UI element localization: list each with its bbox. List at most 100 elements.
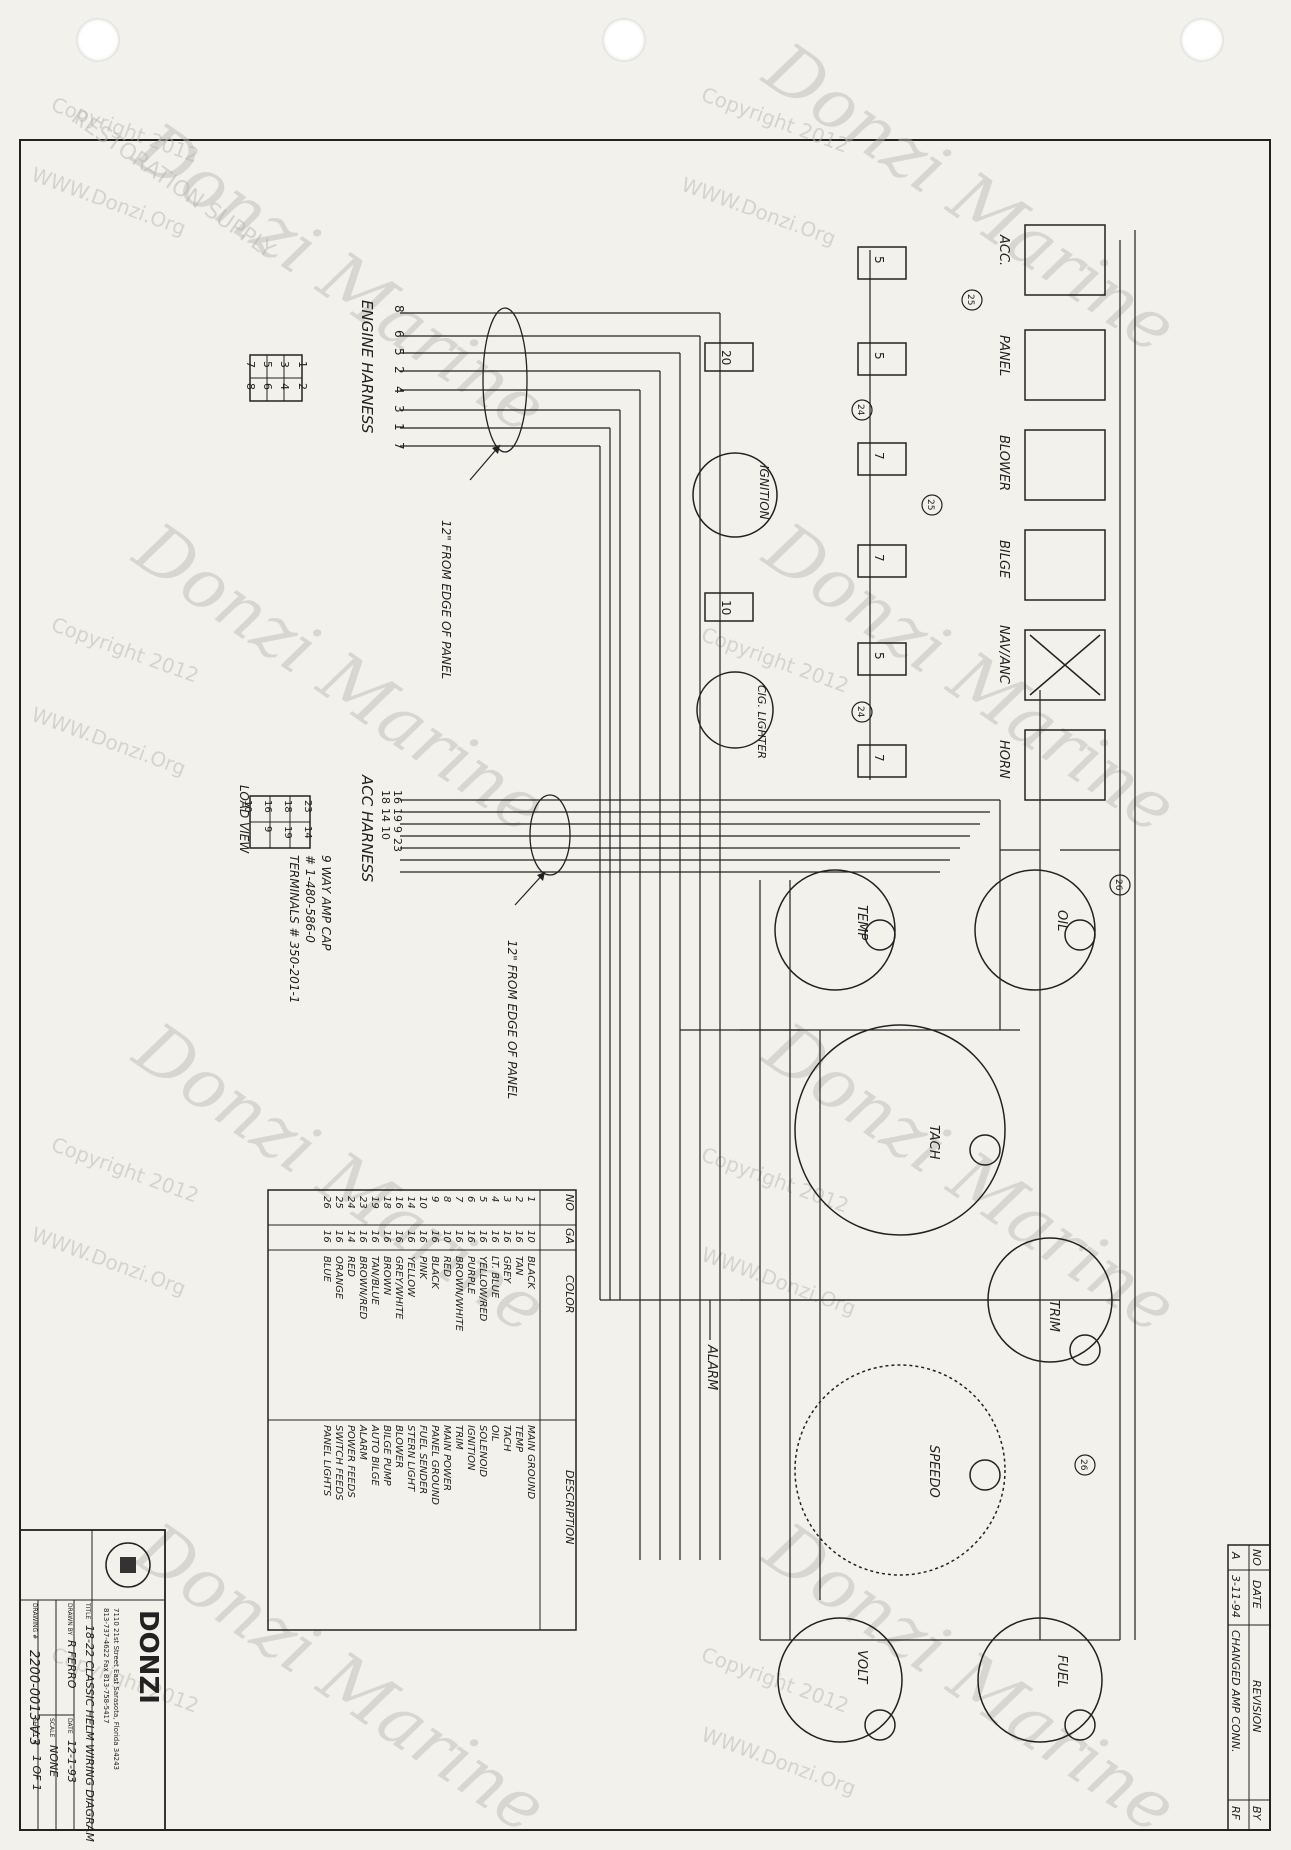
svg-text:9: 9 xyxy=(429,1196,440,1202)
svg-text:SOLENOID: SOLENOID xyxy=(477,1425,488,1477)
gauge-tach-label: TACH xyxy=(926,1125,941,1160)
acc-pin-numbers: 16 19 9 23 18 14 10 xyxy=(379,790,404,852)
svg-text:16: 16 xyxy=(321,1230,332,1243)
svg-text:BROWN/RED: BROWN/RED xyxy=(357,1256,368,1320)
gauges xyxy=(774,869,1113,1743)
svg-text:SWITCH FEEDS: SWITCH FEEDS xyxy=(333,1425,344,1501)
acc-pin: 9 xyxy=(391,826,404,833)
svg-text:16: 16 xyxy=(393,1230,404,1243)
sheet-number: 1 OF 1 xyxy=(30,1755,43,1791)
drawing-scale: NONE xyxy=(47,1745,60,1777)
svg-text:16: 16 xyxy=(453,1230,464,1243)
svg-text:1: 1 xyxy=(525,1196,536,1202)
fuse-number: 7 xyxy=(872,452,886,460)
sheet-label: SHEET # xyxy=(31,1718,38,1745)
amp-cap-label: 9 WAY AMP CAP xyxy=(319,855,333,951)
svg-text:TAN: TAN xyxy=(513,1256,524,1276)
svg-text:Donzi Marine: Donzi Marine xyxy=(119,1506,561,1845)
acc-plug-cell: 10 xyxy=(242,800,253,813)
svg-text:IGNITION: IGNITION xyxy=(465,1425,476,1471)
engine-pin: 1 xyxy=(392,423,406,431)
gauge-trim-label: TRIM xyxy=(1046,1300,1061,1332)
svg-text:MAIN POWER: MAIN POWER xyxy=(441,1425,452,1491)
svg-text:PINK: PINK xyxy=(417,1256,428,1280)
svg-text:16: 16 xyxy=(489,1230,500,1243)
svg-text:18: 18 xyxy=(381,1196,392,1209)
svg-text:BROWN: BROWN xyxy=(381,1256,392,1296)
wire-table xyxy=(267,1189,577,1631)
svg-text:16: 16 xyxy=(357,1230,368,1243)
alarm-label: ALARM xyxy=(704,1344,719,1390)
fuse-number: 7 xyxy=(872,754,886,762)
gauge-temp-label: TEMP xyxy=(854,905,869,940)
engine-pin: 4 xyxy=(392,386,406,394)
svg-text:GREY: GREY xyxy=(501,1256,512,1284)
table-row: 6 16 PURPLE IGNITION xyxy=(465,1196,476,1471)
table-row: 19 16 TAN/BLUE AUTO BILGE xyxy=(369,1196,380,1486)
revision-header: NO xyxy=(1250,1549,1263,1566)
revision-value: CHANGED AMP CONN. xyxy=(1229,1630,1242,1753)
acc-plug-cell: 23 xyxy=(302,800,313,813)
svg-text:Copyright 2012: Copyright 2012 xyxy=(48,1132,202,1208)
fuse-number: 5 xyxy=(872,352,886,360)
terminals-label: TERMINALS # 350-201-1 xyxy=(287,855,301,1003)
svg-text:BILGE PUMP: BILGE PUMP xyxy=(381,1425,392,1487)
svg-text:16: 16 xyxy=(429,1230,440,1243)
svg-text:14: 14 xyxy=(345,1230,356,1243)
table-header: GA xyxy=(563,1228,576,1244)
table-header: DESCRIPTION xyxy=(563,1470,576,1544)
svg-text:6: 6 xyxy=(465,1196,476,1202)
svg-text:Copyright 2012: Copyright 2012 xyxy=(698,1142,852,1218)
svg-text:WWW.Donzi.Org: WWW.Donzi.Org xyxy=(678,172,839,250)
svg-text:16: 16 xyxy=(417,1230,428,1243)
fuse-number: 5 xyxy=(872,256,886,264)
fuse-number: 20 xyxy=(719,350,733,365)
wire-tag: 24 xyxy=(855,404,865,416)
svg-text:16: 16 xyxy=(477,1230,488,1243)
svg-text:YELLOW: YELLOW xyxy=(405,1256,416,1298)
svg-text:Donzi Marine: Donzi Marine xyxy=(749,26,1191,370)
svg-text:STERN LIGHT: STERN LIGHT xyxy=(405,1425,416,1492)
svg-text:MAIN GROUND: MAIN GROUND xyxy=(525,1425,536,1499)
svg-text:16: 16 xyxy=(381,1230,392,1243)
wire-tag: 24 xyxy=(855,706,865,718)
engine-pin: 7 xyxy=(392,442,406,450)
acc-pin: 18 xyxy=(379,790,392,804)
table-row: 14 16 YELLOW STERN LIGHT xyxy=(405,1196,416,1492)
from-edge-label-1: 12" FROM EDGE OF PANEL xyxy=(439,520,453,679)
sheet-border xyxy=(19,139,1271,1831)
title-label: TITLE xyxy=(84,1602,91,1619)
svg-text:10: 10 xyxy=(525,1230,536,1243)
engine-plug-cell: 1 xyxy=(296,361,309,368)
ignition-label: IGNITION xyxy=(757,465,771,520)
svg-text:PURPLE: PURPLE xyxy=(465,1256,476,1295)
svg-text:TRIM: TRIM xyxy=(453,1425,464,1450)
svg-text:26: 26 xyxy=(321,1196,332,1209)
svg-text:16: 16 xyxy=(333,1230,344,1243)
svg-text:24: 24 xyxy=(345,1196,356,1209)
revision-value: 3-11-94 xyxy=(1229,1575,1242,1618)
svg-text:4: 4 xyxy=(489,1196,500,1202)
svg-text:FUEL SENDER: FUEL SENDER xyxy=(417,1425,428,1494)
svg-text:TACH: TACH xyxy=(501,1425,512,1452)
acc-harness-wires xyxy=(400,794,1000,876)
acc-plug-cell: 16 xyxy=(262,800,273,813)
revision-text: NO DATE REVISION BY A 3-11-94 CHANGED AM… xyxy=(1229,1549,1263,1821)
revision-header: BY xyxy=(1250,1806,1263,1821)
table-row: 9 16 BLACK PANEL GROUND xyxy=(429,1196,440,1505)
engine-plug-cell: 5 xyxy=(261,361,274,368)
svg-text:10: 10 xyxy=(417,1196,428,1209)
svg-text:YELLOW/RED: YELLOW/RED xyxy=(477,1256,488,1322)
gauge-oil-label: OIL xyxy=(1054,910,1069,931)
table-row: 3 16 GREY TACH xyxy=(501,1196,512,1452)
acc-plug-cell: 19 xyxy=(282,826,293,839)
switch-bilge-label: BILGE xyxy=(996,540,1011,579)
svg-text:RED: RED xyxy=(441,1256,452,1277)
svg-text:23: 23 xyxy=(357,1196,368,1209)
svg-text:3: 3 xyxy=(501,1196,512,1202)
svg-text:PANEL GROUND: PANEL GROUND xyxy=(429,1425,440,1505)
trunk-wires xyxy=(599,230,1136,1641)
acc-pin: 14 xyxy=(379,808,392,822)
